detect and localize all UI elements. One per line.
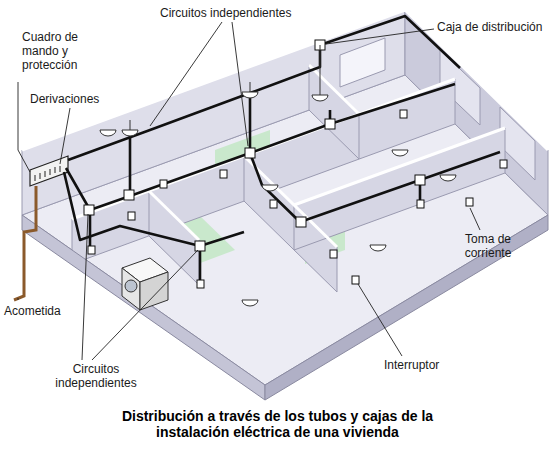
- panel-breakers: [35, 166, 60, 181]
- ceiling-lights: [100, 45, 456, 306]
- callout-label: Cuadro de mando y protección: [22, 30, 96, 72]
- callout-label: Derivaciones: [30, 92, 99, 106]
- partition-walls: [72, 65, 505, 292]
- caption: Distribución a través de los tubos y caj…: [90, 408, 465, 440]
- service-line: [14, 186, 36, 300]
- leader-lines: [18, 22, 480, 360]
- junction-boxes: [84, 40, 425, 251]
- distribution-panel: [30, 156, 68, 186]
- callout-label: Caja de distribución: [437, 20, 542, 34]
- callout-label: Circuitos independientes: [50, 362, 142, 390]
- callout-label: Toma de corriente: [448, 232, 528, 260]
- callout-label: Interruptor: [384, 358, 439, 372]
- front-wall: [265, 215, 548, 400]
- outlets-switches: [88, 110, 507, 288]
- callout-label: Circuitos independientes: [160, 6, 291, 20]
- window: [340, 38, 385, 87]
- conduits: [64, 16, 500, 280]
- wall-tops: [22, 10, 548, 247]
- callout-label: Acometida: [4, 304, 61, 318]
- washing-machine: [122, 258, 168, 310]
